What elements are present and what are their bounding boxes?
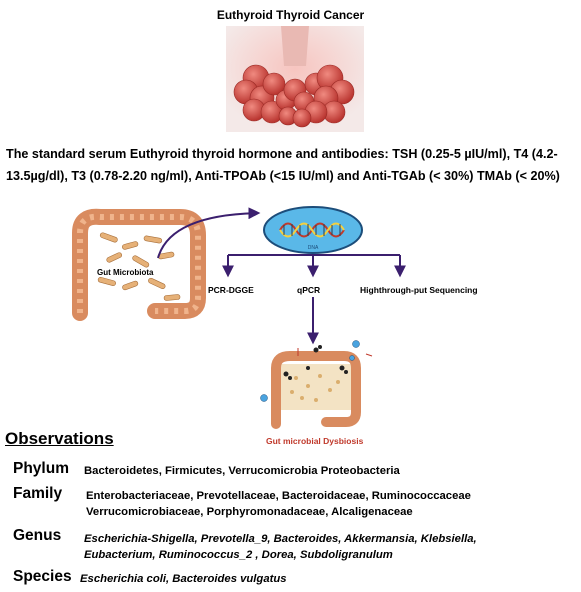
gut-microbiota-label: Gut Microbiota [97,268,154,277]
diagram-title: Euthyroid Thyroid Cancer [216,8,365,22]
genus-text-line-2: Eubacterium, Ruminococcus_2 , Dorea, Sub… [84,549,393,561]
thyroid-illustration [226,26,364,132]
genus-text-line-1: Escherichia-Shigella, Prevotella_9, Bact… [84,533,477,545]
genus-label: Genus [13,527,62,544]
gut-microbiota-illustration [72,208,206,321]
family-label: Family [13,485,63,502]
phylum-text: Bacteroidetes, Firmicutes, Verrucomicrob… [84,465,400,477]
sequencing-label: Highthrough-put Sequencing [360,285,478,295]
family-text-line-1: Enterobacteriaceae, Prevotellaceae, Bact… [86,490,471,502]
serum-reference-text: The standard serum Euthyroid thyroid hor… [6,147,560,183]
qpcr-label: qPCR [297,285,321,295]
dna-illustration: DNA [263,206,363,254]
pcr-dgge-label: PCR-DGGE [208,285,254,295]
phylum-label: Phylum [13,460,69,477]
gut-dysbiosis-illustration [260,340,373,429]
observations-heading: Observations [5,429,114,448]
dna-label: DNA [308,245,319,251]
gut-dysbiosis-label: Gut microbial Dysbiosis [266,436,364,446]
species-text: Escherichia coli, Bacteroides vulgatus [80,573,287,585]
gut-to-dna-arrow [157,207,261,259]
species-label: Species [13,568,72,585]
family-text-line-2: Verrucomicrobiaceae, Porphyromonadaceae,… [86,506,413,518]
